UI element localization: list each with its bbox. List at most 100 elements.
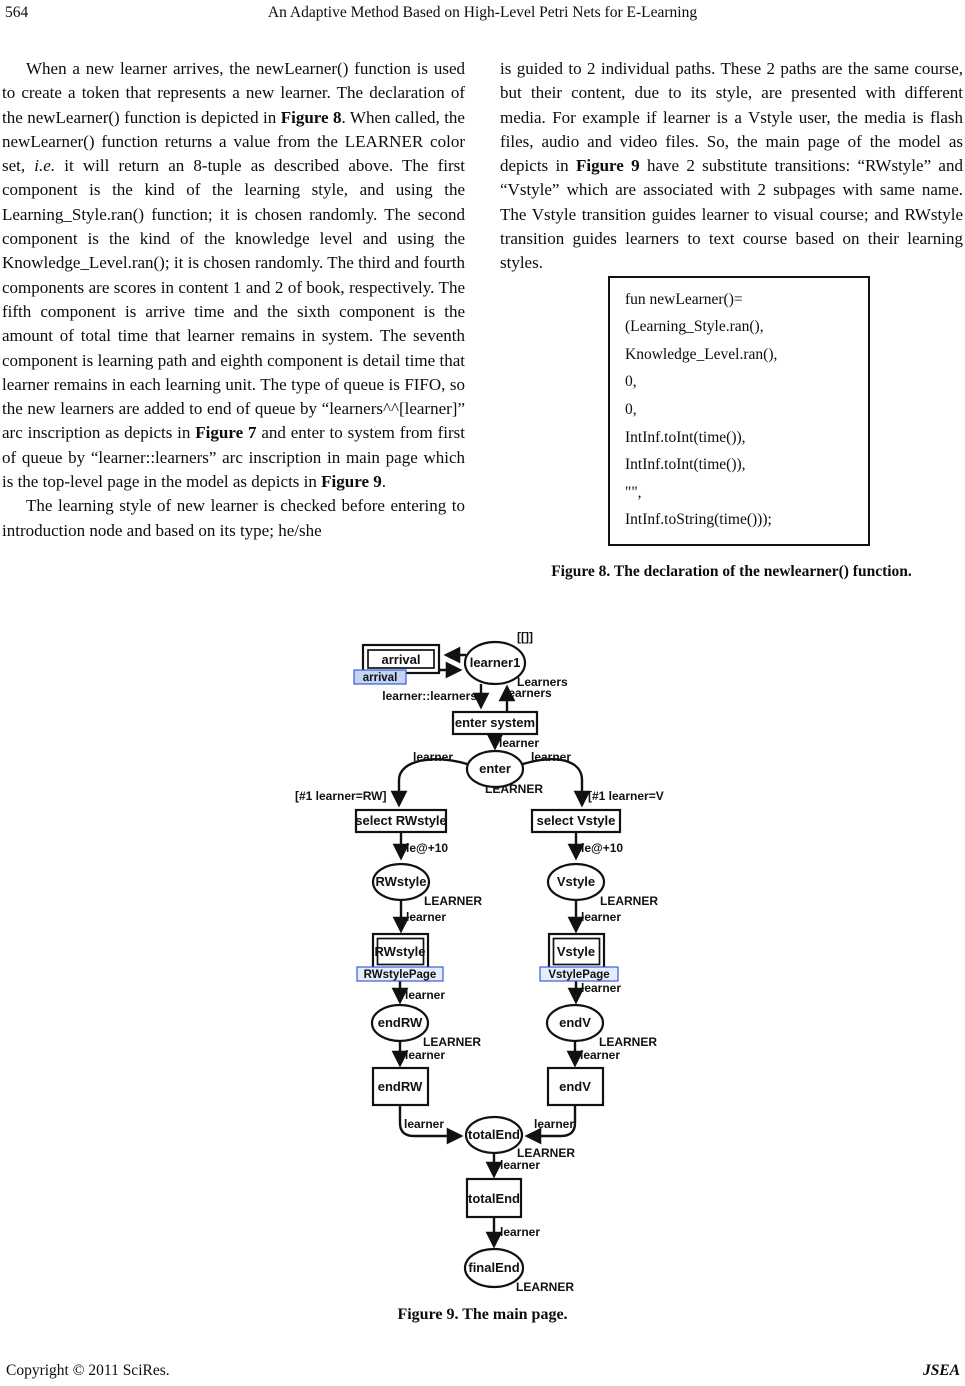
rwstyle-place: RWstyle bbox=[371, 862, 431, 902]
net-labels: learner::learners learners Learners [[]]… bbox=[295, 630, 664, 1294]
colorset-label: LEARNER bbox=[600, 894, 658, 908]
place-label: endRW bbox=[378, 1015, 423, 1030]
totalend-transition: totalEnd bbox=[465, 1177, 523, 1219]
text-run: is guided to 2 individual paths. These 2… bbox=[500, 59, 963, 176]
arc-endv-to-totalend bbox=[524, 1105, 577, 1145]
transition-label: select Vstyle bbox=[537, 813, 616, 828]
transition-label: endV bbox=[559, 1079, 591, 1094]
place-label: learner1 bbox=[470, 655, 521, 670]
transition-label: totalEnd bbox=[468, 1191, 520, 1206]
arc-inscription: learner::learners bbox=[382, 689, 477, 703]
guard-rw: [#1 learner=RW] bbox=[295, 789, 386, 803]
arc-inscription: learner bbox=[531, 750, 571, 764]
transition-label: Vstyle bbox=[557, 944, 595, 959]
text-run-italic: i.e. bbox=[34, 156, 56, 176]
vstyle-place: Vstyle bbox=[546, 862, 606, 902]
text-run-bold: Figure 9 bbox=[575, 156, 640, 176]
code-line: IntInf.toString(time())); bbox=[625, 511, 772, 529]
journal-abbreviation: JSEA bbox=[922, 1362, 960, 1379]
place-label: RWstyle bbox=[375, 874, 426, 889]
colorset-label: LEARNER bbox=[424, 894, 482, 908]
arc-inscription: learner bbox=[404, 1117, 444, 1131]
page-footer: Copyright © 2011 SciRes. JSEA bbox=[0, 1362, 965, 1382]
learner1-place: learner1 bbox=[463, 640, 527, 686]
totalend-place: totalEnd bbox=[464, 1115, 524, 1155]
endrw-transition: endRW bbox=[371, 1066, 430, 1107]
code-line: (Learning_Style.ran(), bbox=[625, 318, 764, 336]
vstyle-subpage-transition: Vstyle VstylePage bbox=[539, 932, 619, 982]
code-line: 0, bbox=[625, 401, 637, 419]
text-run-bold: Figure 7 bbox=[195, 423, 257, 443]
arc-inscription: learner bbox=[500, 1225, 540, 1239]
text-run: it will return an 8-tuple as described a… bbox=[2, 156, 465, 443]
code-line: 0, bbox=[625, 373, 637, 391]
subpage-tag-box bbox=[539, 966, 619, 982]
arc-inscription: learner bbox=[413, 750, 453, 764]
colorset-label: LEARNER bbox=[517, 1146, 575, 1160]
left-column: When a new learner arrives, the newLearn… bbox=[2, 57, 465, 581]
arc-inscription: learner bbox=[405, 988, 445, 1002]
place-label: endV bbox=[559, 1015, 591, 1030]
select-rwstyle-transition: select RWstyle bbox=[354, 808, 448, 834]
text-run: When a new learner arrives, the newLearn… bbox=[2, 59, 465, 127]
transition-label: endRW bbox=[378, 1079, 423, 1094]
endv-place: endV bbox=[545, 1003, 605, 1043]
code-line: "", bbox=[625, 483, 642, 501]
colorset-label: LEARNER bbox=[516, 1280, 574, 1294]
figure8-caption: Figure 8. The declaration of the newlear… bbox=[551, 563, 912, 581]
endrw-place: endRW bbox=[370, 1003, 430, 1043]
arc-enter-to-selectrw bbox=[390, 758, 468, 808]
page-number: 564 bbox=[5, 4, 29, 21]
arrival-subpage-transition: arrival arrival bbox=[353, 643, 441, 685]
arc-inscription: learner bbox=[581, 910, 621, 924]
subpage-tag: VstylePage bbox=[548, 969, 609, 981]
enter-system-transition: enter system bbox=[451, 710, 539, 736]
subpage-tag: RWstylePage bbox=[364, 969, 437, 981]
guard-v: [#1 learner=V bbox=[588, 789, 664, 803]
transition-label: select RWstyle bbox=[355, 813, 447, 828]
arc-inscription: learner bbox=[580, 1048, 620, 1062]
text-run: and enter to system from first of queue … bbox=[2, 423, 465, 492]
right-paragraph-1: is guided to 2 individual paths. These 2… bbox=[500, 57, 963, 276]
place-label: Vstyle bbox=[557, 874, 595, 889]
net-arcs bbox=[390, 646, 591, 1249]
endv-transition: endV bbox=[546, 1066, 605, 1107]
code-line: IntInf.toInt(time()), bbox=[625, 428, 746, 446]
colorset-label: LEARNER bbox=[423, 1035, 481, 1049]
text-run: have 2 substitute transitions: “RWstyle”… bbox=[500, 156, 963, 273]
running-title: An Adaptive Method Based on High-Level P… bbox=[267, 4, 698, 21]
code-line: IntInf.toInt(time()), bbox=[625, 456, 746, 474]
figure9-caption: Figure 9. The main page. bbox=[397, 1306, 568, 1323]
arc-enter-to-selectv bbox=[522, 758, 591, 808]
place-label: totalEnd bbox=[468, 1127, 520, 1142]
right-column: is guided to 2 individual paths. These 2… bbox=[500, 57, 963, 581]
transition-label: enter system bbox=[455, 715, 535, 730]
arc-inscription: learner bbox=[500, 1158, 540, 1172]
delay-inscription: le@+10 bbox=[406, 841, 448, 855]
text-run-bold: Figure 8 bbox=[280, 107, 342, 127]
subpage-tag: arrival bbox=[363, 672, 398, 684]
arc-endrw-to-totalend bbox=[398, 1105, 464, 1145]
text-run: . When called, the newLearner() function… bbox=[2, 107, 465, 176]
delay-inscription: le@+10 bbox=[581, 841, 623, 855]
text-run-bold: Figure 9 bbox=[321, 472, 382, 492]
text-run: The learning style of new learner is che… bbox=[2, 496, 465, 540]
enter-place: enter bbox=[465, 749, 525, 789]
copyright-notice: Copyright © 2011 SciRes. bbox=[6, 1362, 170, 1379]
arc-inscription: learner bbox=[581, 981, 621, 995]
arc-inscription: learner bbox=[499, 736, 539, 750]
arc-inscription: learner bbox=[406, 910, 446, 924]
code-line: fun newLearner()= bbox=[625, 290, 743, 308]
colorset-label: LEARNER bbox=[599, 1035, 657, 1049]
figure8-code-box: fun newLearner()= (Learning_Style.ran(),… bbox=[608, 275, 870, 547]
text-run: . bbox=[381, 472, 386, 492]
transition-label: RWstyle bbox=[374, 944, 425, 959]
select-vstyle-transition: select Vstyle bbox=[530, 808, 622, 834]
text-columns: When a new learner arrives, the newLearn… bbox=[2, 57, 963, 581]
arc-inscription: learner bbox=[534, 1117, 574, 1131]
place-label: enter bbox=[479, 761, 511, 776]
left-paragraph-1: When a new learner arrives, the newLearn… bbox=[2, 57, 465, 494]
finalend-place: finalEnd bbox=[463, 1247, 525, 1289]
place-label: finalEnd bbox=[468, 1260, 519, 1275]
